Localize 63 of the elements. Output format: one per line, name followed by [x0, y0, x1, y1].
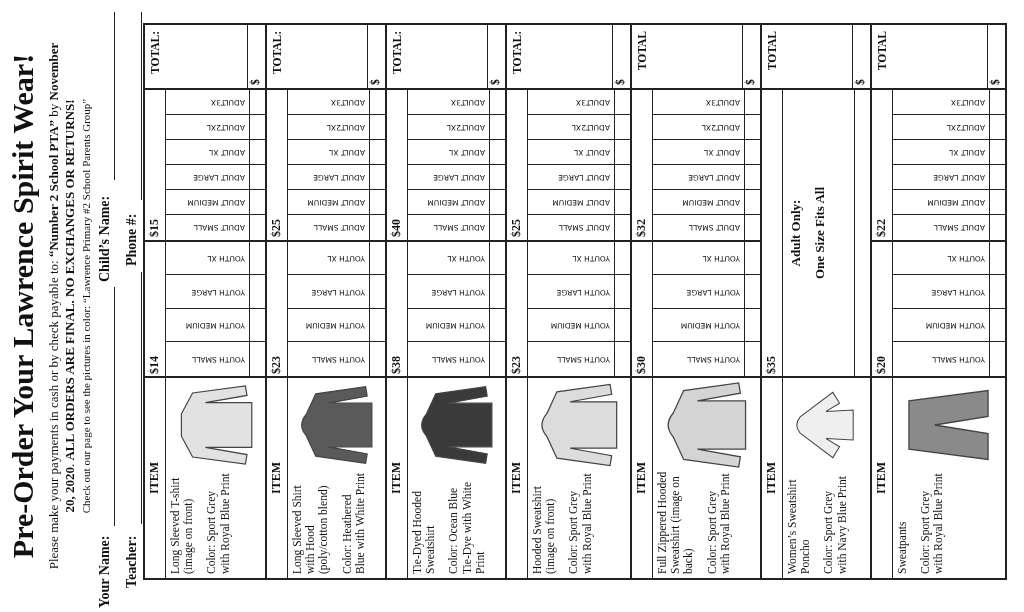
price-label: $38: [389, 356, 404, 374]
column-heading: ITEM: [764, 461, 779, 496]
currency-sign: $: [249, 79, 261, 85]
color-description: Color: Sport Grey with Royal Blue Print: [705, 472, 733, 574]
total-label: TOTAL:: [511, 31, 523, 75]
column-heading: ITEM: [874, 461, 889, 496]
field-label: Your Name:: [97, 535, 113, 608]
color-description: Color: Sport Grey with Royal Blue Print: [567, 472, 594, 574]
price-label: $25: [269, 219, 284, 237]
currency-sign: $: [614, 79, 626, 85]
column-heading: ITEM: [389, 461, 404, 496]
currency-sign: $: [369, 79, 381, 85]
price-label: $14: [147, 356, 162, 374]
total-label: TOTAL: [766, 31, 778, 71]
order-row: [760, 23, 872, 580]
total-label: TOTAL: [636, 31, 648, 71]
item-description: Women’s Sweatshirt Poncho: [786, 478, 813, 574]
item-description: Long Sleeved T-shirt (image on front): [169, 476, 196, 574]
color-description: Color: Sport Grey with Royal Blue Print: [205, 472, 232, 574]
item-description: Full Zippered Hooded Sweatshirt (image on back): [656, 470, 696, 574]
price-label: $35: [764, 356, 779, 374]
item-description: Hooded Sweatshirt (image on front): [531, 485, 558, 574]
size-note: One Size Fits All: [812, 185, 828, 282]
currency-sign: $: [989, 79, 1001, 85]
item-description: Tie-Dyed Hooded Sweatshirt: [411, 490, 438, 574]
price-label: $23: [509, 356, 524, 374]
color-description: Color: Heathered Blue with White Print: [340, 471, 367, 574]
field-label: Teacher:: [124, 535, 140, 588]
order-row: [265, 23, 387, 580]
item-description: Long Sleeved Shirt with Hood (poly/cotton blend): [291, 484, 331, 574]
total-label: TOTAL: [876, 31, 888, 71]
total-label: TOTAL:: [149, 31, 161, 75]
total-label: TOTAL:: [391, 31, 403, 75]
currency-sign: $: [854, 79, 866, 85]
currency-sign: $: [744, 79, 756, 85]
item-description: Sweatpants: [896, 520, 910, 574]
total-label: TOTAL:: [271, 31, 283, 75]
price-label: $22: [874, 219, 889, 237]
column-heading: ITEM: [509, 461, 524, 496]
price-label: $15: [147, 219, 162, 237]
price-label: $30: [634, 356, 649, 374]
color-description: Color: Ocean Blue Tie-Dye with White Print: [447, 481, 487, 574]
price-label: $20: [874, 356, 889, 374]
price-label: $32: [634, 219, 649, 237]
currency-sign: $: [489, 79, 501, 85]
color-description: Color: Sport Grey with Royal Blue Print: [919, 472, 946, 574]
price-label: $25: [509, 219, 524, 237]
field-label: Phone #:: [124, 213, 140, 266]
order-row: [143, 23, 267, 580]
note-text: Check out our page to see the pictures in color: “Lawrence Primary #2 School Parents Group”: [80, 97, 92, 516]
order-row: [870, 23, 1007, 580]
column-heading: ITEM: [269, 461, 284, 496]
price-label: $40: [389, 219, 404, 237]
price-label: $23: [269, 356, 284, 374]
color-description: Color: Sport Grey with Navy Blue Print: [822, 474, 849, 574]
page-title: Pre-Order Your Lawrence Spirit Wear!: [6, 52, 40, 561]
column-heading: ITEM: [147, 461, 162, 496]
order-row: [505, 23, 632, 580]
order-row: [630, 23, 762, 580]
order-row: [385, 23, 507, 580]
size-note: Adult Only:: [788, 198, 804, 269]
field-label: Child’s Name:: [97, 195, 113, 282]
column-heading: ITEM: [634, 461, 649, 496]
